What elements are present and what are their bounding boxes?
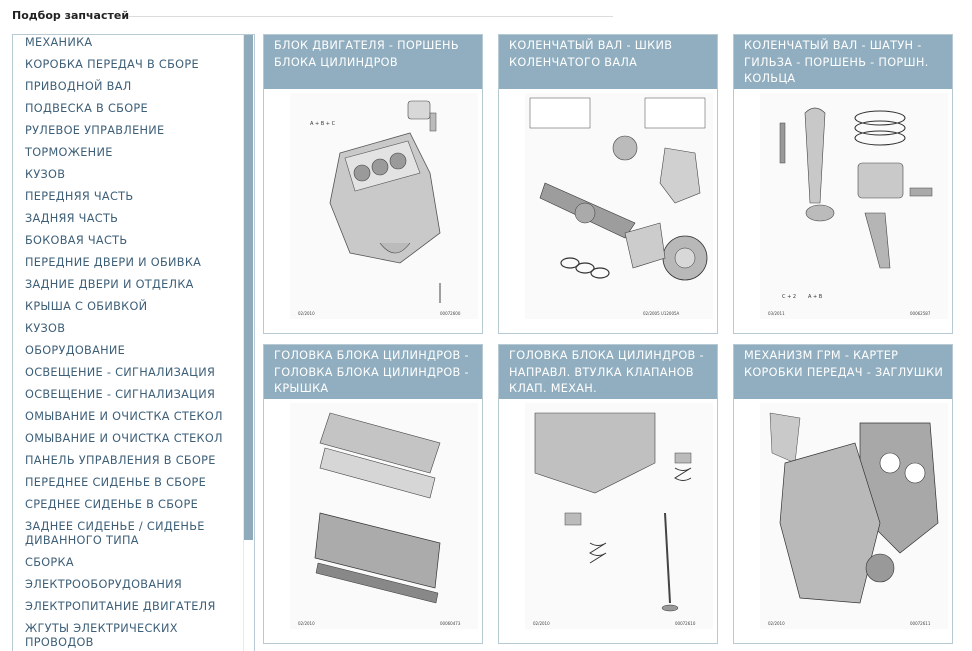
svg-text:A + B: A + B	[808, 294, 823, 300]
sidebar-item-lighting-2[interactable]: ОСВЕЩЕНИЕ - СИГНАЛИЗАЦИЯ	[25, 388, 216, 401]
category-sidebar: МЕХАНИКА КОРОБКА ПЕРЕДАЧ В СБОРЕ ПРИВОДН…	[12, 34, 255, 651]
part-card-crankshaft[interactable]: КОЛЕНЧАТЫЙ ВАЛ - ШКИВ КОЛЕНЧАТОГО ВАЛА 0…	[498, 34, 718, 334]
sidebar-item-suspension[interactable]: ПОДВЕСКА В СБОРЕ	[25, 102, 148, 115]
part-card-engine-block[interactable]: БЛОК ДВИГАТЕЛЯ - ПОРШЕНЬ БЛОКА ЦИЛИНДРОВ…	[263, 34, 483, 334]
sidebar-item-body-2[interactable]: КУЗОВ	[25, 322, 66, 335]
card-title[interactable]: ГОЛОВКА БЛОКА ЦИЛИНДРОВ - ГОЛОВКА БЛОКА …	[264, 345, 482, 399]
part-card-valve-guides[interactable]: ГОЛОВКА БЛОКА ЦИЛИНДРОВ - НАПРАВЛ. ВТУЛК…	[498, 344, 718, 644]
sidebar-item-middle-seat[interactable]: СРЕДНЕЕ СИДЕНЬЕ В СБОРЕ	[25, 498, 199, 511]
piston-rod-diagram[interactable]: C + 2 A + B 03/2011 00062587	[760, 93, 948, 319]
sidebar-item-mechanics[interactable]: МЕХАНИКА	[25, 36, 93, 49]
valve-guides-drawing: 02/2010 00072610	[533, 412, 696, 626]
svg-text:00072600: 00072600	[440, 311, 461, 316]
svg-text:C + 2: C + 2	[782, 294, 796, 300]
sidebar-item-braking[interactable]: ТОРМОЖЕНИЕ	[25, 146, 113, 159]
card-title[interactable]: БЛОК ДВИГАТЕЛЯ - ПОРШЕНЬ БЛОКА ЦИЛИНДРОВ	[264, 35, 482, 89]
svg-text:02/2005 U12005A: 02/2005 U12005A	[643, 311, 680, 316]
sidebar-item-dashboard[interactable]: ПАНЕЛЬ УПРАВЛЕНИЯ В СБОРЕ	[25, 454, 216, 467]
sidebar-item-front-doors[interactable]: ПЕРЕДНИЕ ДВЕРИ И ОБИВКА	[25, 256, 202, 269]
page-title: Подбор запчастей	[12, 9, 130, 22]
sidebar-item-gearbox[interactable]: КОРОБКА ПЕРЕДАЧ В СБОРЕ	[25, 58, 199, 71]
svg-text:A + B + C: A + B + C	[310, 121, 336, 127]
sidebar-scrollbar[interactable]	[243, 35, 254, 651]
sidebar-item-roof[interactable]: КРЫША С ОБИВКОЙ	[25, 300, 148, 313]
svg-text:02/2010: 02/2010	[768, 621, 785, 626]
svg-text:02/2010: 02/2010	[298, 621, 315, 626]
sidebar-item-front-seat[interactable]: ПЕРЕДНЕЕ СИДЕНЬЕ В СБОРЕ	[25, 476, 207, 489]
sidebar-item-equipment[interactable]: ОБОРУДОВАНИЕ	[25, 344, 126, 357]
sidebar-scroll-thumb[interactable]	[244, 35, 253, 540]
valve-guides-diagram[interactable]: 02/2010 00072610	[525, 403, 713, 629]
sidebar-item-wiring[interactable]: ЖГУТЫ ЭЛЕКТРИЧЕСКИХ ПРОВОДОВ	[25, 622, 178, 649]
part-card-timing-cover[interactable]: МЕХАНИЗМ ГРМ - КАРТЕР КОРОБКИ ПЕРЕДАЧ - …	[733, 344, 953, 644]
engine-block-diagram[interactable]: A + B + C 02/2010 00072600	[290, 93, 478, 319]
svg-text:00060473: 00060473	[440, 621, 461, 626]
sidebar-item-rear-seat[interactable]: ЗАДНЕЕ СИДЕНЬЕ / СИДЕНЬЕ ДИВАННОГО ТИПА	[25, 520, 205, 547]
svg-text:00072610: 00072610	[675, 621, 696, 626]
cylinder-head-diagram[interactable]: 02/2010 00060473	[290, 403, 478, 629]
sidebar-item-lighting[interactable]: ОСВЕЩЕНИЕ - СИГНАЛИЗАЦИЯ	[25, 366, 216, 379]
engine-block-drawing: A + B + C 02/2010 00072600	[298, 100, 461, 316]
crankshaft-diagram[interactable]: 02/2005 U12005A	[525, 93, 713, 319]
svg-text:00072611: 00072611	[910, 621, 931, 626]
timing-cover-drawing: 02/2010 00072611	[768, 412, 939, 626]
sidebar-item-engine-power[interactable]: ЭЛЕКТРОПИТАНИЕ ДВИГАТЕЛЯ	[25, 600, 216, 613]
sidebar-item-assembly[interactable]: СБОРКА	[25, 556, 74, 569]
svg-text:02/2010: 02/2010	[533, 621, 550, 626]
card-title[interactable]: КОЛЕНЧАТЫЙ ВАЛ - ШАТУН - ГИЛЬЗА - ПОРШЕН…	[734, 35, 952, 89]
svg-text:03/2011: 03/2011	[768, 311, 785, 316]
card-title[interactable]: ГОЛОВКА БЛОКА ЦИЛИНДРОВ - НАПРАВЛ. ВТУЛК…	[499, 345, 717, 399]
crankshaft-drawing: 02/2005 U12005A	[529, 97, 708, 316]
sidebar-item-drive-shaft[interactable]: ПРИВОДНОЙ ВАЛ	[25, 80, 132, 93]
piston-rod-drawing: C + 2 A + B 03/2011 00062587	[768, 107, 933, 316]
category-list: МЕХАНИКА КОРОБКА ПЕРЕДАЧ В СБОРЕ ПРИВОДН…	[13, 35, 254, 650]
card-title[interactable]: КОЛЕНЧАТЫЙ ВАЛ - ШКИВ КОЛЕНЧАТОГО ВАЛА	[499, 35, 717, 89]
sidebar-item-steering[interactable]: РУЛЕВОЕ УПРАВЛЕНИЕ	[25, 124, 165, 137]
sidebar-item-washers-2[interactable]: ОМЫВАНИЕ И ОЧИСТКА СТЕКОЛ	[25, 432, 223, 445]
title-divider	[128, 16, 613, 17]
svg-text:00062587: 00062587	[910, 311, 931, 316]
sidebar-item-front[interactable]: ПЕРЕДНЯЯ ЧАСТЬ	[25, 190, 134, 203]
cylinder-head-drawing: 02/2010 00060473	[298, 412, 461, 626]
sidebar-item-side[interactable]: БОКОВАЯ ЧАСТЬ	[25, 234, 128, 247]
part-card-cylinder-head[interactable]: ГОЛОВКА БЛОКА ЦИЛИНДРОВ - ГОЛОВКА БЛОКА …	[263, 344, 483, 644]
svg-text:02/2010: 02/2010	[298, 311, 315, 316]
part-card-piston-rod[interactable]: КОЛЕНЧАТЫЙ ВАЛ - ШАТУН - ГИЛЬЗА - ПОРШЕН…	[733, 34, 953, 334]
sidebar-item-washers[interactable]: ОМЫВАНИЕ И ОЧИСТКА СТЕКОЛ	[25, 410, 223, 423]
sidebar-item-rear[interactable]: ЗАДНЯЯ ЧАСТЬ	[25, 212, 119, 225]
card-title[interactable]: МЕХАНИЗМ ГРМ - КАРТЕР КОРОБКИ ПЕРЕДАЧ - …	[734, 345, 952, 399]
sidebar-item-electrical[interactable]: ЭЛЕКТРООБОРУДОВАНИЯ	[25, 578, 183, 591]
sidebar-item-rear-doors[interactable]: ЗАДНИЕ ДВЕРИ И ОТДЕЛКА	[25, 278, 194, 291]
sidebar-item-body[interactable]: КУЗОВ	[25, 168, 66, 181]
timing-cover-diagram[interactable]: 02/2010 00072611	[760, 403, 948, 629]
